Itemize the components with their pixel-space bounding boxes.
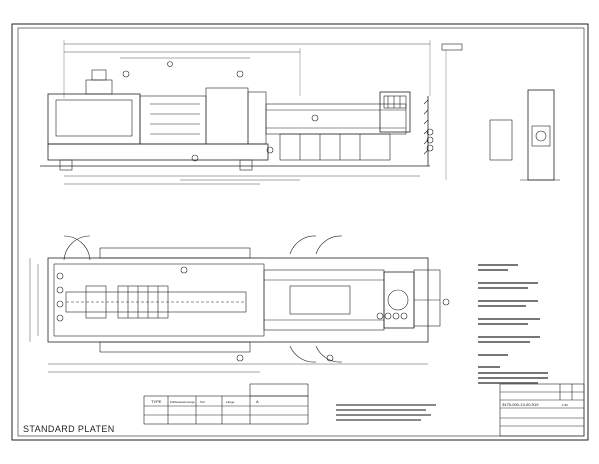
plan-view <box>29 235 450 373</box>
end-view-detail <box>426 43 560 181</box>
notes-column <box>478 264 548 384</box>
table-header-part: Teil. <box>200 400 206 404</box>
table-header-a: A <box>256 399 259 404</box>
drawing-scale: 1:50 <box>562 403 568 407</box>
title-block <box>499 383 585 437</box>
cooling-data-table <box>143 383 309 425</box>
sheet-frame <box>11 23 589 441</box>
drawing-number: 3475-000-13-00-519 <box>502 402 539 407</box>
side-elevation-view <box>40 40 431 185</box>
table-headers: TYPE Kühlwassermenge Teil. Länge A <box>151 399 259 404</box>
remarks-block <box>336 404 436 421</box>
drawing-caption: STANDARD PLATEN <box>23 424 115 434</box>
table-header-type: TYPE <box>151 399 162 404</box>
table-header-cooling: Kühlwassermenge <box>170 400 195 404</box>
table-header-length: Länge <box>226 400 235 404</box>
